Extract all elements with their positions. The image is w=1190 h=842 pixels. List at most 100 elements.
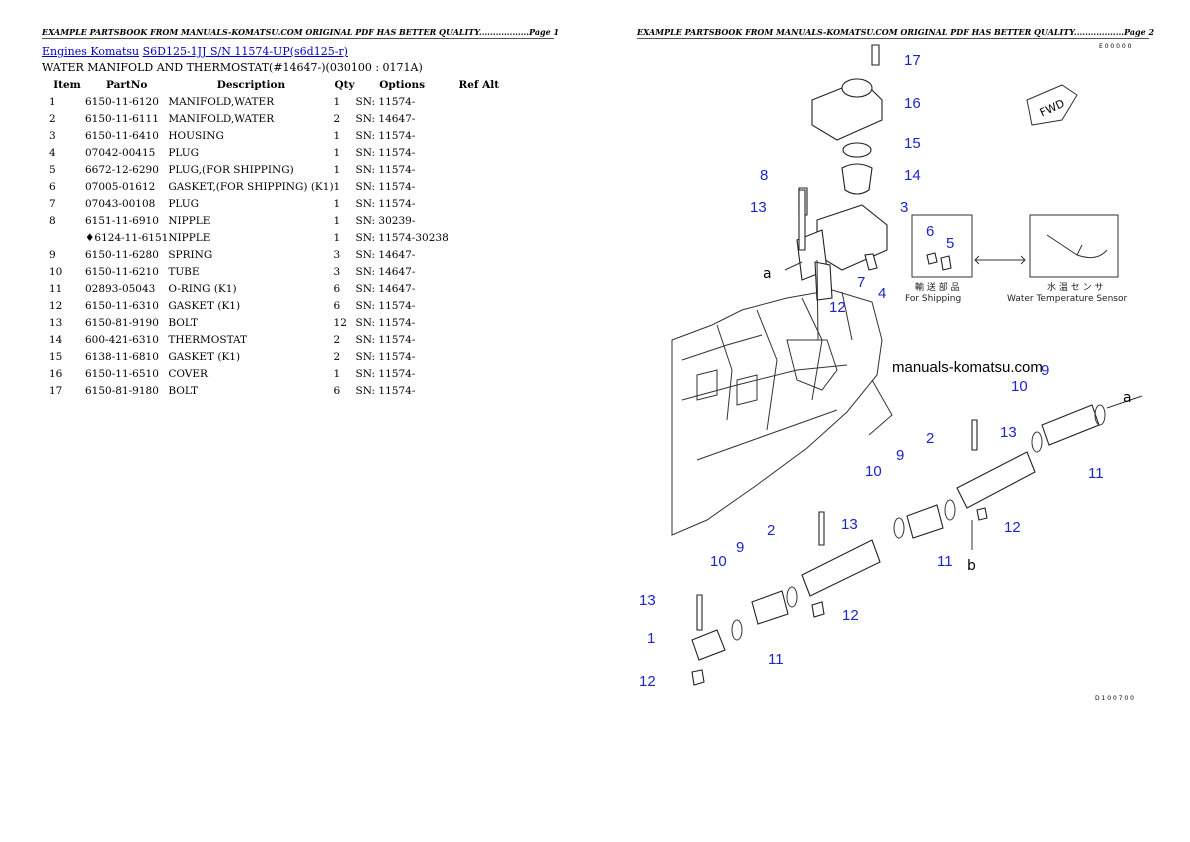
cell-options: SN: 11574-	[355, 367, 416, 380]
cell-item: 6	[49, 180, 56, 193]
ref-a-top: a	[763, 266, 772, 282]
callout-13-bottom: 13	[639, 592, 656, 609]
cell-description: MANIFOLD,WATER	[168, 95, 275, 108]
callout-12-bottom: 12	[639, 673, 656, 690]
callout-13-mid: 13	[1000, 424, 1017, 441]
cell-options: SN: 11574-	[355, 333, 416, 346]
callout-15: 15	[904, 135, 921, 152]
cell-partno: 6150-11-6111	[85, 112, 159, 125]
cell-partno: 02893-05043	[85, 282, 156, 295]
callout-12-mid: 12	[1004, 519, 1021, 536]
ref-a-right: a	[1123, 390, 1132, 406]
cell-ref-alt	[449, 110, 509, 127]
cell-options: SN: 14647-	[355, 282, 416, 295]
breadcrumb: Engines Komatsu S6D125-1JJ S/N 11574-UP(…	[42, 45, 348, 58]
diagram-code-top: E 0 0 0 0 0	[1099, 43, 1132, 50]
cell-item: 4	[49, 146, 56, 159]
shipping-parts-box: 輸 送 部 品 For Shipping 水 温 セ ン サ Water Tem…	[905, 214, 1127, 304]
cell-qty: 6	[333, 299, 341, 312]
cell-description: THERMOSTAT	[168, 333, 248, 346]
cell-description: GASKET,(FOR SHIPPING) (K1)	[168, 180, 334, 193]
cell-ref-alt	[449, 195, 509, 212]
callout-9-lower: 9	[736, 539, 744, 556]
sensor-label: Water Temperature Sensor	[1007, 294, 1127, 304]
cell-item: 14	[49, 333, 63, 346]
cell-options: SN: 11574-	[355, 350, 416, 363]
cell-options: SN: 11574-	[355, 197, 416, 210]
cell-qty: 6	[333, 282, 341, 295]
callout-10-mid: 10	[865, 463, 882, 480]
cell-options: SN: 11574-	[355, 95, 416, 108]
cell-partno: 6138-11-6810	[85, 350, 159, 363]
cell-item: 3	[49, 129, 56, 142]
callout-8: 8	[760, 167, 768, 184]
cell-qty: 1	[333, 129, 341, 142]
cell-partno: 6150-11-6510	[85, 367, 159, 380]
callout-13-upper: 13	[750, 199, 767, 216]
thermostat-housing-drawing	[784, 44, 888, 341]
cell-qty: 1	[333, 214, 341, 227]
page1-header: EXAMPLE PARTSBOOK FROM MANUALS-KOMATSU.C…	[42, 27, 560, 39]
cell-item: 1	[49, 95, 56, 108]
callout-9-mid: 9	[896, 447, 904, 464]
parts-table: Item PartNo Description Qty Options Ref …	[42, 76, 509, 399]
cell-partno: 6150-11-6210	[85, 265, 159, 278]
cell-qty: 2	[333, 333, 341, 346]
cell-ref-alt	[449, 314, 509, 331]
cell-description: BOLT	[168, 316, 198, 329]
water-pipe-drawing	[691, 395, 1143, 686]
cell-description: NIPPLE	[168, 214, 211, 227]
cell-partno: 6150-11-6410	[85, 129, 159, 142]
cell-partno: 6150-11-6280	[85, 248, 159, 261]
col-item: Item	[53, 78, 81, 91]
breadcrumb-link-engines[interactable]: Engines Komatsu	[42, 45, 140, 58]
cell-partno: 6150-81-9190	[85, 316, 159, 329]
cell-partno: 6151-11-6910	[85, 214, 159, 227]
cell-partno: 07042-00415	[85, 146, 156, 159]
cell-qty: 12	[333, 316, 347, 329]
engine-block-drawing	[671, 289, 893, 536]
cell-options: SN: 11574-	[355, 299, 416, 312]
cell-qty: 2	[333, 112, 341, 125]
cell-ref-alt	[449, 161, 509, 178]
callout-17: 17	[904, 52, 921, 69]
callout-2-mid: 2	[926, 430, 934, 447]
cell-ref-alt	[449, 178, 509, 195]
cell-qty: 1	[333, 197, 341, 210]
cell-ref-alt	[449, 382, 509, 399]
cell-ref-alt	[449, 365, 509, 382]
shipping-label: For Shipping	[905, 294, 961, 304]
callout-13-lower: 13	[841, 516, 858, 533]
cell-qty: 1	[333, 163, 341, 176]
cell-options: SN: 11574-	[355, 180, 416, 193]
cell-description: SPRING	[168, 248, 213, 261]
cell-partno: ♦6124-11-6151	[85, 231, 169, 244]
ref-b: b	[967, 558, 976, 574]
cell-qty: 1	[333, 231, 341, 244]
callout-11-right: 11	[1088, 465, 1104, 482]
callout-10-right: 10	[1011, 378, 1028, 395]
cell-item	[42, 229, 85, 246]
cell-options: SN: 30239-	[355, 214, 416, 227]
cell-item: 15	[49, 350, 63, 363]
callout-14: 14	[904, 167, 921, 184]
cell-item: 12	[49, 299, 63, 312]
breadcrumb-link-model[interactable]: S6D125-1JJ S/N 11574-UP(s6d125-r)	[142, 45, 348, 58]
watermark-text: manuals-komatsu.com	[892, 359, 1043, 376]
cell-qty: 6	[333, 384, 341, 397]
cell-ref-alt	[449, 246, 509, 263]
cell-ref-alt	[449, 144, 509, 161]
cell-item: 8	[49, 214, 56, 227]
col-description: Description	[216, 78, 286, 91]
cell-options: SN: 11574-	[355, 163, 416, 176]
cell-qty: 1	[333, 95, 341, 108]
